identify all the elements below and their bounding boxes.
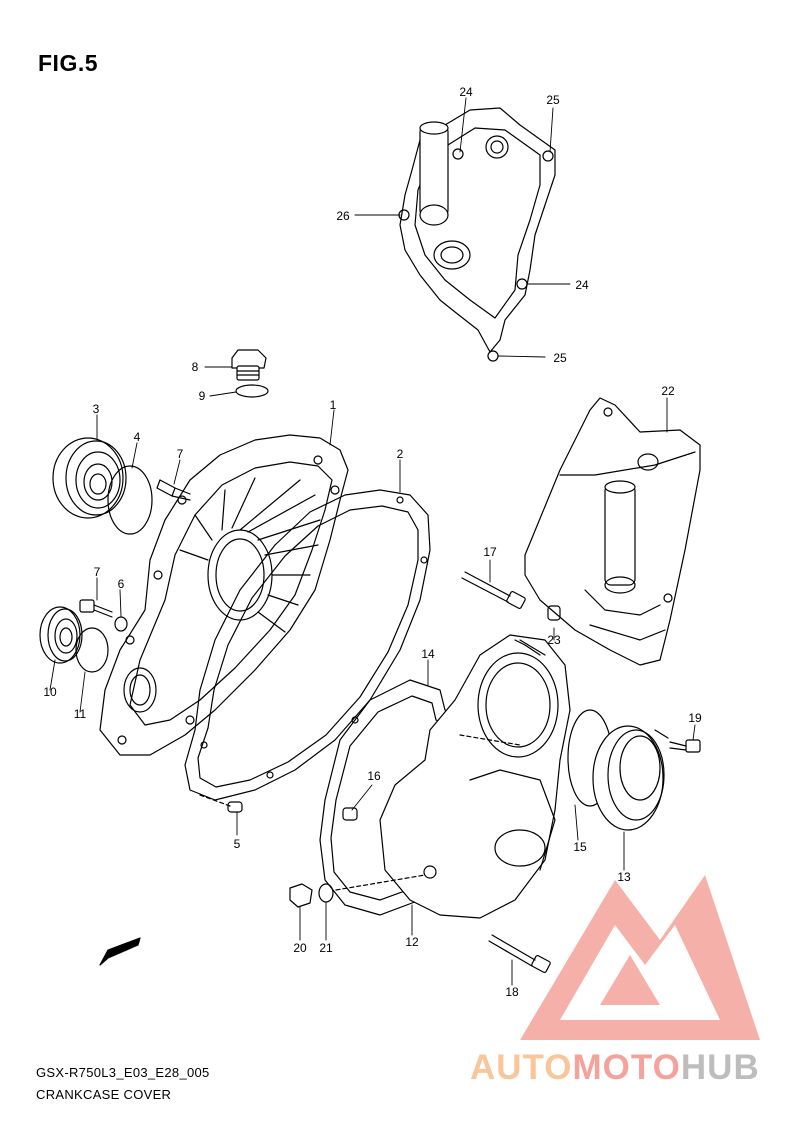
callout-5: 5 (234, 837, 241, 851)
watermark-auto: AUTO (470, 1048, 573, 1087)
watermark-text: AUTOMOTOHUB (470, 1048, 760, 1088)
callout-4: 4 (134, 430, 141, 444)
part-1-crankcase-cover (99, 434, 349, 756)
watermark-moto: MOTO (572, 1048, 681, 1087)
part-22-cover (524, 397, 701, 666)
callout-10: 10 (43, 685, 57, 699)
callout-20: 20 (293, 941, 307, 955)
part-4-o-ring (107, 465, 153, 535)
fwd-arrow-icon (99, 937, 141, 966)
callout-9: 9 (199, 389, 206, 403)
callout-7-upper: 7 (177, 447, 184, 461)
part-26-bracket (398, 107, 556, 362)
part-8-filler-cap (231, 349, 267, 381)
part-12-housing (379, 634, 571, 919)
part-10-cap (39, 606, 83, 664)
callout-6: 6 (118, 577, 125, 591)
callout-1: 1 (330, 398, 337, 412)
callout-24-right: 24 (575, 278, 589, 292)
part-20-bolt (289, 883, 313, 908)
callout-25-top: 25 (546, 93, 560, 107)
callout-16: 16 (367, 769, 381, 783)
callout-22: 22 (661, 384, 675, 398)
part-17-bolt (461, 571, 526, 609)
callout-13: 13 (617, 870, 631, 884)
callout-23: 23 (547, 633, 561, 647)
callout-25-bottom: 25 (553, 351, 567, 365)
callout-3: 3 (93, 402, 100, 416)
callout-labels: 1 2 3 4 5 6 7 7 8 9 10 11 12 13 14 15 16… (43, 85, 702, 999)
callout-14: 14 (421, 647, 435, 661)
part-21-washer (318, 883, 334, 903)
part-2-gasket (184, 489, 431, 801)
part-11-o-ring (75, 627, 109, 673)
callout-15: 15 (573, 840, 587, 854)
part-5-dowel-pin (199, 794, 243, 813)
callout-8: 8 (192, 360, 199, 374)
figure-title: FIG.5 (38, 50, 99, 76)
callout-18: 18 (505, 985, 519, 999)
part-16-dowel (342, 807, 358, 821)
drawing-code: GSX-R750L3_E03_E28_005 (36, 1065, 210, 1080)
callout-21: 21 (319, 941, 333, 955)
watermark-logo (520, 875, 760, 1040)
callout-11: 11 (74, 707, 87, 721)
leader-lines (49, 97, 696, 986)
watermark-hub: HUB (680, 1048, 760, 1087)
callout-19: 19 (688, 711, 702, 725)
callout-24-top: 24 (459, 85, 473, 99)
callout-17: 17 (483, 545, 497, 559)
part-19-bolt (669, 739, 701, 753)
callout-2: 2 (397, 447, 404, 461)
part-18-bolt (488, 934, 551, 973)
callout-12: 12 (405, 935, 419, 949)
part-9-o-ring (235, 384, 269, 398)
diagram-caption: CRANKCASE COVER (36, 1087, 172, 1102)
part-7-bolt-upper (156, 479, 191, 501)
part-6-washer (114, 616, 128, 632)
callout-26: 26 (336, 209, 350, 223)
part-7-bolt-lower (79, 599, 113, 618)
part-3-cap (52, 437, 127, 519)
part-13-cap (592, 725, 669, 831)
part-23-dowel (547, 605, 561, 621)
callout-7-lower: 7 (94, 565, 101, 579)
